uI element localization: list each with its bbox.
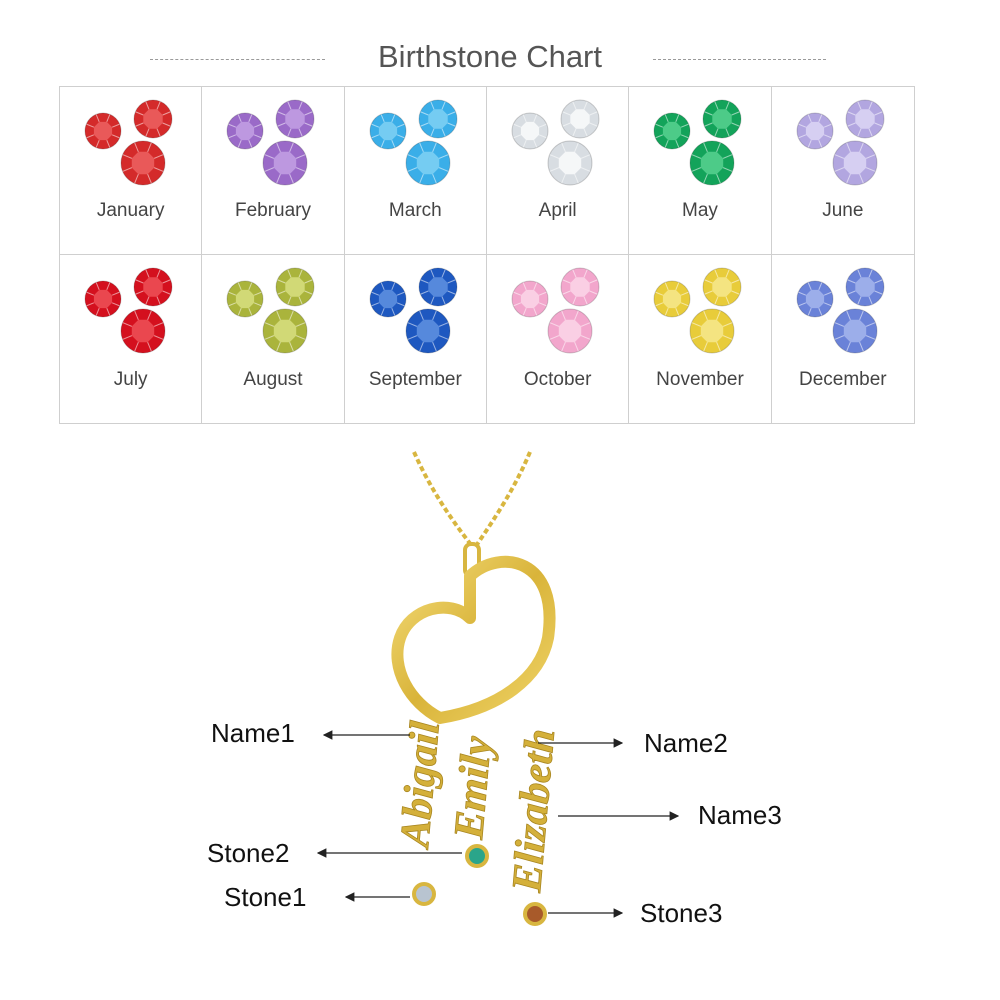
callout-stone1: Stone1 [224,882,307,912]
stone-1 [412,882,436,906]
gem [560,99,600,139]
callout-name2: Name2 [644,728,728,758]
month-label: March [388,200,442,221]
birthstone-cell: April [486,87,630,255]
gems-image [369,267,458,354]
gem [702,99,742,139]
month-label: December [798,369,887,390]
gem [120,308,166,354]
birthstone-cell: September [345,255,487,423]
stone-2 [465,844,489,868]
chart-title: Birthstone Chart [378,39,602,74]
gem [84,112,122,150]
birthstone-cell: February [202,87,345,255]
gems-image [226,99,315,186]
gem [511,280,549,318]
gem [832,308,878,354]
callout-name3: Name3 [698,800,782,830]
gem [405,140,451,186]
gem [369,280,407,318]
gem [547,308,593,354]
birthstone-grid: January February March April May June Ju… [59,86,915,424]
gem [418,99,458,139]
gems-image [796,267,885,354]
month-label: April [538,200,577,221]
chart-header: Birthstone Chart [0,35,1000,85]
title-divider-right [653,59,826,60]
gem [262,140,308,186]
month-label: June [822,200,864,221]
gem [133,267,173,307]
month-label: November [656,369,744,390]
gems-image [511,267,600,354]
gem [796,280,834,318]
gems-image [84,267,173,354]
callout-name1: Name1 [211,718,295,748]
month-label: August [243,369,303,390]
gem [689,308,735,354]
gem [369,112,407,150]
chain-right [474,451,532,548]
gems-image [84,99,173,186]
gem [226,112,264,150]
month-label: May [682,200,718,221]
gems-image [369,99,458,186]
month-label: February [234,200,311,221]
engraved-name-2: Emily [446,734,501,842]
gem [275,267,315,307]
gems-image [511,99,600,186]
gem [702,267,742,307]
chain-left [412,451,474,548]
gem [796,112,834,150]
gem [84,280,122,318]
month-label: September [368,369,462,390]
gem [653,112,691,150]
birthstone-cell: October [487,255,630,423]
gem [547,140,593,186]
gem [418,267,458,307]
name-bar-2: Emily [446,734,502,842]
month-label: October [523,369,592,390]
birthstone-cell: July [60,255,203,423]
gem [653,280,691,318]
necklace-image: Abigail Emily Elizabeth [391,451,565,926]
birthstone-cell: August [202,255,345,423]
gems-image [653,267,742,354]
gem [560,267,600,307]
gem [832,140,878,186]
month-label: July [113,369,148,390]
heart-pendant [391,555,556,724]
title-divider-left [150,59,325,60]
month-label: January [96,200,165,221]
birthstone-cell: June [771,87,914,255]
name-bar-3: Elizabeth [504,727,565,896]
gem [845,267,885,307]
name-bar-1: Abigail [391,719,449,853]
gem [405,308,451,354]
engraved-name-1: Abigail [392,719,449,852]
gems-image [653,99,742,186]
birthstone-cell: November [629,255,772,423]
birthstone-cell: December [772,255,914,423]
gem [226,280,264,318]
gem [120,140,166,186]
engraved-name-3: Elizabeth [504,727,564,895]
gems-image [226,267,315,354]
gem [511,112,549,150]
gem [845,99,885,139]
gem [262,308,308,354]
stone-3 [523,902,547,926]
gems-image [796,99,885,186]
gem [275,99,315,139]
gem [689,140,735,186]
gem [133,99,173,139]
callout-stone2: Stone2 [207,838,290,868]
birthstone-cell: January [60,87,203,255]
birthstone-cell: March [344,87,487,255]
callout-stone3: Stone3 [640,898,723,928]
birthstone-cell: May [629,87,772,255]
